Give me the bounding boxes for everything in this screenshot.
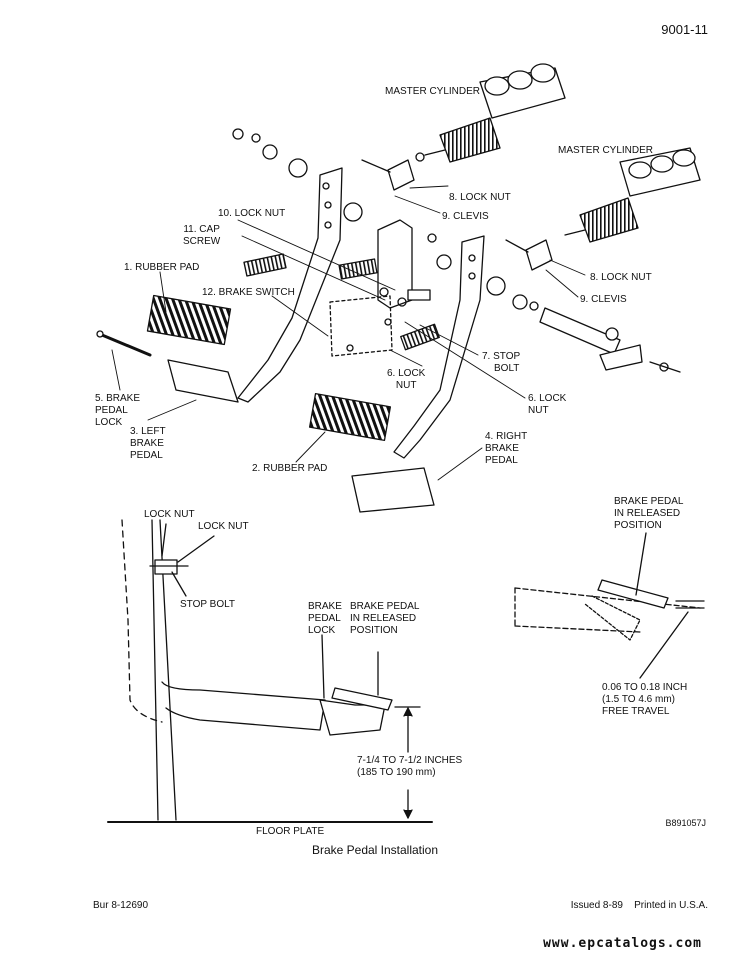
pedal-lock-rod xyxy=(100,333,152,357)
label-lock-nut-8-upper: 8. LOCK NUT xyxy=(449,192,511,203)
clevis-lower xyxy=(505,239,553,271)
label-lock-nut-8-lower: 8. LOCK NUT xyxy=(590,272,652,283)
issued-date: Issued 8-89 xyxy=(570,900,623,911)
figure-id: B891057J xyxy=(665,818,706,828)
label-side-lock-nut-b: LOCK NUT xyxy=(198,521,249,532)
figure-caption: Brake Pedal Installation xyxy=(311,843,439,857)
doc-reference: Bur 8-12690 xyxy=(93,900,149,911)
spring-left xyxy=(243,253,287,277)
issue-info: Issued 8-89 Printed in U.S.A. xyxy=(571,900,708,911)
master-cylinder-lower xyxy=(564,147,701,243)
right-pedal-arm xyxy=(351,235,506,513)
rubber-pad-1 xyxy=(146,294,232,346)
label-floor-plate: FLOOR PLATE xyxy=(256,826,325,837)
switch-bracket xyxy=(377,219,413,309)
side-detail xyxy=(107,519,433,823)
label-brake-switch-12: 12. BRAKE SWITCH xyxy=(202,287,295,298)
master-cylinder-upper xyxy=(415,63,566,163)
spring-center xyxy=(338,258,378,280)
label-clevis-9-lower: 9. CLEVIS xyxy=(580,294,627,305)
label-lock-nut-10: 10. LOCK NUT xyxy=(218,208,286,219)
label-side-lock-nut-a: LOCK NUT xyxy=(144,509,195,520)
free-travel-detail xyxy=(514,532,705,679)
label-clevis-9-upper: 9. CLEVIS xyxy=(442,211,489,222)
page-number: 9001-11 xyxy=(661,22,708,37)
clevis-upper xyxy=(232,128,415,191)
label-master-cylinder-upper: MASTER CYLINDER xyxy=(385,86,481,97)
label-free-travel: 0.06 TO 0.18 INCH(1.5 TO 4.6 mm)FREE TRA… xyxy=(602,682,688,717)
printed-in: Printed in U.S.A. xyxy=(634,900,708,911)
label-master-cylinder-lower: MASTER CYLINDER xyxy=(558,145,654,156)
switch-plate xyxy=(329,295,393,357)
watermark: www.epcatalogs.com xyxy=(543,936,702,951)
pedal-shaft xyxy=(539,307,681,373)
left-pedal-arm xyxy=(167,167,363,403)
label-rubber-pad-1: 1. RUBBER PAD xyxy=(124,262,200,273)
label-side-stop-bolt: STOP BOLT xyxy=(180,599,236,610)
label-side-dimension: 7-1/4 TO 7-1/2 INCHES(185 TO 190 mm) xyxy=(357,755,463,778)
rubber-pad-2 xyxy=(308,393,392,441)
label-rubber-pad-2: 2. RUBBER PAD xyxy=(252,463,328,474)
spring-lower xyxy=(400,323,440,351)
